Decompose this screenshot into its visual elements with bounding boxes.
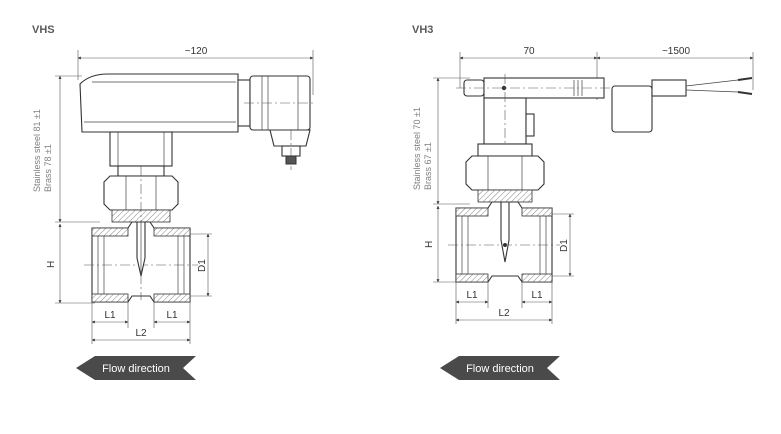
vhs-flow-direction-arrow (76, 356, 196, 380)
vh3-cable-label: ~1500 (662, 46, 691, 57)
vh3-cable-sleeve (651, 79, 687, 97)
vh3-flow-direction-label: Flow direction (466, 363, 534, 375)
vh3-pivot-dot (501, 85, 507, 91)
vh3-wall-bottom-left (455, 273, 489, 283)
vh3-wall-top-right (521, 207, 553, 217)
vhs-title: VHS (32, 24, 55, 36)
vh3-hex-nut (465, 155, 545, 191)
vhs-housing (79, 73, 239, 133)
vh3-wall-top-left (455, 207, 489, 217)
vhs-height-brass-label: Brass 78 ±1 (43, 144, 53, 192)
vh3-wire-2 (685, 89, 739, 93)
vhs-width-label: ~120 (185, 46, 208, 57)
vh3-wire-1 (685, 79, 739, 87)
vh3-height-stainless-label: Stainless steel 70 ±1 (412, 107, 422, 190)
vh3-cable-box (611, 85, 653, 133)
vh3-flow-direction-arrow (440, 356, 560, 380)
vhs-h-label: H (46, 261, 57, 268)
vhs-height-stainless-label: Stainless steel 81 ±1 (32, 109, 42, 192)
vh3-title: VH3 (412, 24, 433, 36)
vhs-d1-label: D1 (197, 259, 208, 272)
vhs-drawing: VHS ~120 Stainless steel 81 ±1 Brass 78 … (32, 24, 316, 380)
vh3-l1-left-label: L1 (466, 290, 478, 301)
vh3-paddle (500, 201, 510, 263)
vhs-flow-direction-label: Flow direction (102, 363, 170, 375)
vh3-wall-bottom-right (521, 273, 553, 283)
vhs-wall-bottom-left (91, 293, 129, 303)
vhs-l2-label: L2 (135, 328, 147, 339)
vh3-h-label: H (424, 241, 435, 248)
vh3-collar (477, 143, 533, 157)
vh3-d1-label: D1 (559, 239, 570, 252)
vh3-height-brass-label: Brass 67 ±1 (423, 142, 433, 190)
vh3-stem-lug (525, 113, 535, 137)
vh3-wire-end-1 (737, 77, 753, 81)
vh3-width-label: 70 (523, 46, 535, 57)
vhs-plug (269, 129, 311, 147)
vh3-paddle-dot (503, 243, 507, 247)
vhs-l1-left-label: L1 (104, 310, 116, 321)
vhs-wall-bottom-right (153, 293, 191, 303)
vhs-l1-right-label: L1 (166, 310, 178, 321)
vhs-neck (109, 131, 173, 167)
vh3-thread (477, 189, 533, 203)
vhs-wall-top-right (153, 227, 191, 237)
vh3-drawing: VH3 70 ~1500 Stainless steel 70 ±1 Brass… (412, 24, 754, 380)
vhs-wall-top-left (91, 227, 129, 237)
vh3-l1-right-label: L1 (531, 290, 543, 301)
vh3-wire-end-2 (737, 91, 753, 95)
vh3-l2-label: L2 (498, 308, 510, 319)
